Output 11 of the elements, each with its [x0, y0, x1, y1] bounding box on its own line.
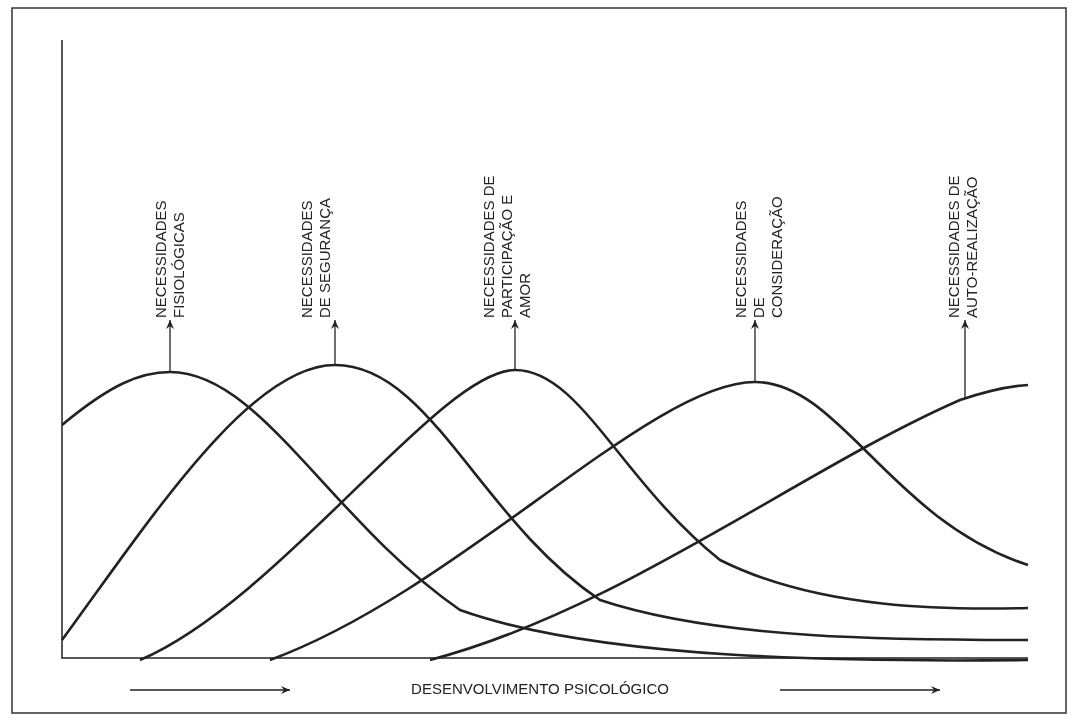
- leader-arrow: [166, 319, 174, 373]
- leader-arrow: [751, 319, 759, 383]
- axis-label: DESENVOLVIMENTO PSICOLÓGICO: [410, 680, 670, 697]
- need-label: NECESSIDADES DE AUTO-REALIZAÇÃO: [945, 168, 981, 318]
- leader-arrow: [511, 319, 519, 371]
- need-label: NECESSIDADES DE CONSIDERAÇÃO: [732, 178, 786, 318]
- need-label: NECESSIDADES DE PARTICIPAÇÃO E AMOR: [480, 168, 534, 318]
- leader-arrow: [961, 319, 969, 399]
- need-label: NECESSIDADES DE SEGURANÇA: [298, 188, 334, 318]
- leader-arrow: [331, 319, 339, 366]
- need-label: NECESSIDADES FISIOLÓGICAS: [152, 188, 188, 318]
